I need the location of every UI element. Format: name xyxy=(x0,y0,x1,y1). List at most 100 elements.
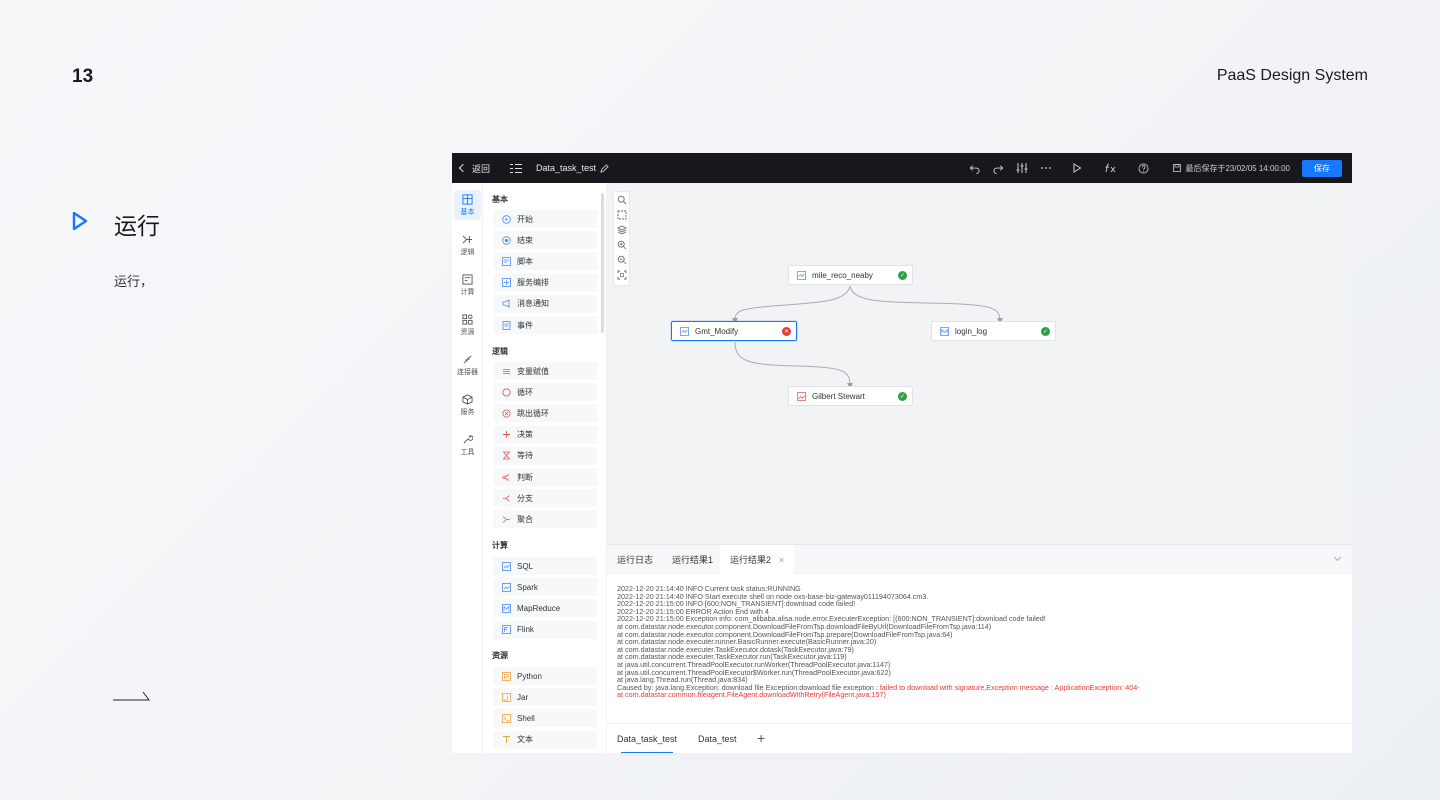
palette-item-label: Shell xyxy=(517,713,535,723)
task-title[interactable]: Data_task_test xyxy=(536,163,609,173)
palette-item-condition[interactable]: 判断 xyxy=(493,468,597,486)
logic-icon xyxy=(462,235,473,243)
sql-node-icon xyxy=(797,270,806,280)
palette-item-spark[interactable]: Spark xyxy=(493,578,597,597)
palette-item-hourglass[interactable]: 等待 xyxy=(493,446,597,465)
redo-icon[interactable] xyxy=(991,161,1005,175)
chevron-down-icon[interactable] xyxy=(1333,553,1342,562)
palette-item-label: 决策 xyxy=(517,430,533,440)
palette-item-notification[interactable]: 消息通知 xyxy=(493,294,597,313)
palette-item-merge[interactable]: 聚合 xyxy=(493,510,597,529)
tab-label: 运行结果2 xyxy=(730,555,772,565)
palette-item-branch[interactable]: 分支 xyxy=(493,489,597,508)
log-line: at com.datastar.node.executor.component.… xyxy=(617,629,953,639)
palette-item-mapreduce[interactable]: MapReduce xyxy=(493,599,597,618)
palette-item-decision[interactable]: 决策 xyxy=(493,425,597,444)
break-loop-icon xyxy=(502,409,511,418)
rail-item-resource[interactable]: 资源 xyxy=(454,310,481,340)
rail-item-compute[interactable]: 计算 xyxy=(454,270,481,300)
success-check-icon: ✓ xyxy=(898,270,907,280)
fullscreen-icon[interactable] xyxy=(617,270,627,280)
rail-item-basic[interactable]: 基本 xyxy=(454,190,481,220)
rail-item-connector[interactable]: 连接器 xyxy=(454,350,481,380)
close-icon[interactable]: × xyxy=(779,554,785,565)
palette-item-flink[interactable]: Flink xyxy=(493,620,597,639)
rail-item-tools[interactable]: 工具 xyxy=(454,430,481,460)
edges xyxy=(732,285,1003,389)
footer-line-icon xyxy=(113,691,150,701)
log-line: 2022-12-20 21:15:00 INFO [600:NON_TRANSI… xyxy=(617,599,856,609)
layers-icon[interactable] xyxy=(617,225,627,235)
tab-run-log[interactable]: 运行日志 xyxy=(607,545,663,574)
tab-run-result-2[interactable]: 运行结果2 × xyxy=(720,545,795,574)
more-icon[interactable] xyxy=(1039,161,1053,175)
workflow-canvas[interactable]: mile_reco_neaby ✓ Gmt_Modify ✕ login_log… xyxy=(607,183,1352,544)
workflow-editor-window: 返回 Data_task_test xyxy=(452,153,1352,753)
run-output-panel: 运行日志 运行结果1 运行结果2 × 2022-12-20 21:14:40 I… xyxy=(607,544,1352,753)
edge-mile-to-login xyxy=(849,285,1003,324)
palette-item-start[interactable]: 开始 xyxy=(493,210,597,228)
spark-icon xyxy=(502,582,511,592)
node-gilbert-stewart[interactable]: Gilbert Stewart ✓ xyxy=(788,386,913,406)
file-tab-data-test[interactable]: Data_test xyxy=(688,724,747,753)
log-line: 2022-12-20 21:15:00 Exception info: com_… xyxy=(617,614,1046,624)
editor-topbar: 返回 Data_task_test xyxy=(452,153,1352,183)
log-line: at java.util.concurrent.ThreadPoolExecut… xyxy=(617,659,891,669)
play-icon[interactable] xyxy=(1070,161,1084,175)
palette-item-loop[interactable]: 循环 xyxy=(493,383,597,402)
help-icon[interactable] xyxy=(1136,161,1150,175)
pencil-icon[interactable] xyxy=(600,163,609,173)
palette-item-event[interactable]: 事件 xyxy=(493,316,597,334)
error-x-icon: ✕ xyxy=(782,326,791,336)
brand-title: PaaS Design System xyxy=(1216,67,1368,84)
back-label: 返回 xyxy=(472,163,491,174)
loop-icon xyxy=(502,388,511,397)
search-icon[interactable] xyxy=(617,195,627,205)
file-tab-data-task-test[interactable]: Data_task_test xyxy=(607,724,687,753)
success-check-icon: ✓ xyxy=(898,391,907,401)
palette-item-text[interactable]: 文本 xyxy=(493,730,597,749)
palette-item-label: 结束 xyxy=(517,235,533,245)
palette-item-label: 文本 xyxy=(517,735,533,745)
play-triangle-icon xyxy=(72,212,88,230)
palette-category-basic: 基本 xyxy=(492,195,508,204)
palette-item-break-loop[interactable]: 跳出循环 xyxy=(493,404,597,423)
palette-item-shell[interactable]: Shell xyxy=(493,709,597,728)
file-tab-label: Data_task_test xyxy=(617,734,678,744)
node-label: Gmt_Modify xyxy=(695,326,739,336)
palette-item-sql[interactable]: SQL xyxy=(493,557,597,575)
palette-item-jar[interactable]: Jar xyxy=(493,688,597,707)
log-line: at com.datastar.node.executer.TaskExecut… xyxy=(617,644,854,654)
palette-scrollbar[interactable] xyxy=(601,193,604,333)
flink-icon xyxy=(502,625,511,634)
rail-item-service[interactable]: 服务 xyxy=(454,390,481,420)
zoom-in-icon[interactable] xyxy=(617,240,627,250)
outline-list-icon[interactable] xyxy=(510,163,523,174)
notification-icon xyxy=(502,299,510,308)
log-line: 2022-12-20 21:15:00 ERROR Action End wit… xyxy=(617,606,769,616)
back-button[interactable]: 返回 xyxy=(458,162,491,175)
node-login-log[interactable]: login_log ✓ xyxy=(931,321,1056,341)
undo-icon[interactable] xyxy=(967,161,981,175)
tab-run-result-1[interactable]: 运行结果1 xyxy=(662,545,723,574)
fit-selection-icon[interactable] xyxy=(617,210,627,220)
zoom-out-icon[interactable] xyxy=(617,255,627,265)
rail-item-label: 服务 xyxy=(460,408,475,416)
node-gmt-modify[interactable]: Gmt_Modify ✕ xyxy=(671,321,797,341)
node-mile-reco-neaby[interactable]: mile_reco_neaby ✓ xyxy=(788,265,913,285)
condition-icon xyxy=(502,473,510,481)
palette-item-orchestration[interactable]: 服务编排 xyxy=(493,273,597,292)
calc-icon xyxy=(462,273,473,285)
rail-item-logic[interactable]: 逻辑 xyxy=(454,230,481,260)
palette-item-variable[interactable]: 变量赋值 xyxy=(493,362,597,380)
palette-item-script[interactable]: 脚本 xyxy=(493,252,597,271)
add-tab-icon[interactable]: + xyxy=(757,730,766,746)
adjust-icon[interactable] xyxy=(1015,161,1029,175)
palette-item-python[interactable]: Python xyxy=(493,667,597,685)
palette-item-end[interactable]: 结束 xyxy=(493,231,597,250)
save-status-text: 最后保存于23/02/05 14:00:00 xyxy=(1185,163,1290,173)
palette-item-label: 聚合 xyxy=(517,514,533,524)
save-button[interactable]: 保存 xyxy=(1302,159,1342,177)
log-line: at com.datastar.node.executer.TaskExecut… xyxy=(617,652,847,662)
fx-icon[interactable] xyxy=(1103,161,1117,175)
